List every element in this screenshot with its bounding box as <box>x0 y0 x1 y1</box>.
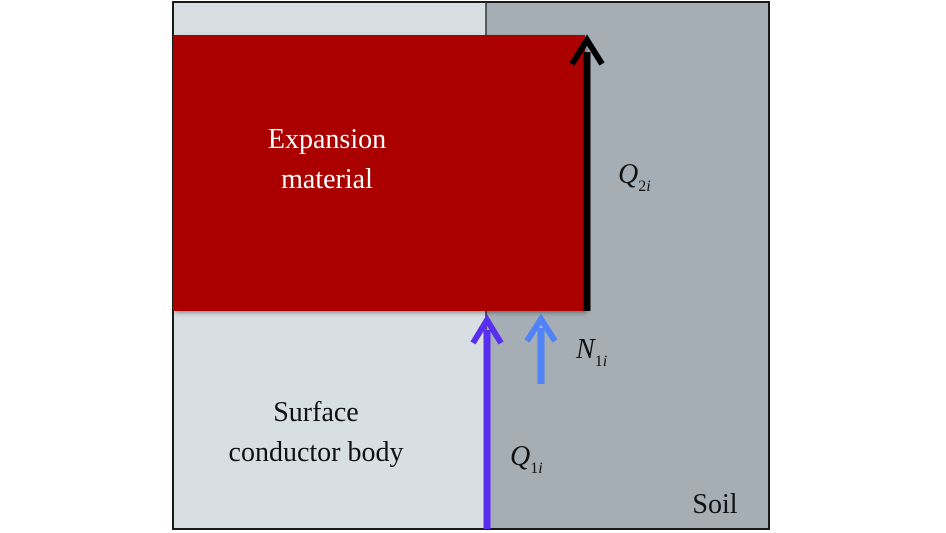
conductor-label-line1: Surface <box>273 397 359 428</box>
expansion-label-line2: material <box>281 164 373 195</box>
q1-arrow <box>470 314 504 529</box>
n1-arrow <box>524 313 558 384</box>
q2-label: Q2i <box>618 159 651 195</box>
q1-label: Q1i <box>510 441 543 477</box>
conductor-label-line2: conductor body <box>229 437 404 468</box>
q2-arrow <box>569 34 605 311</box>
expansion-material-block <box>173 35 585 311</box>
soil-label: Soil <box>692 489 737 520</box>
n1-label: N1i <box>575 334 607 370</box>
expansion-label-line1: Expansion <box>268 124 386 155</box>
